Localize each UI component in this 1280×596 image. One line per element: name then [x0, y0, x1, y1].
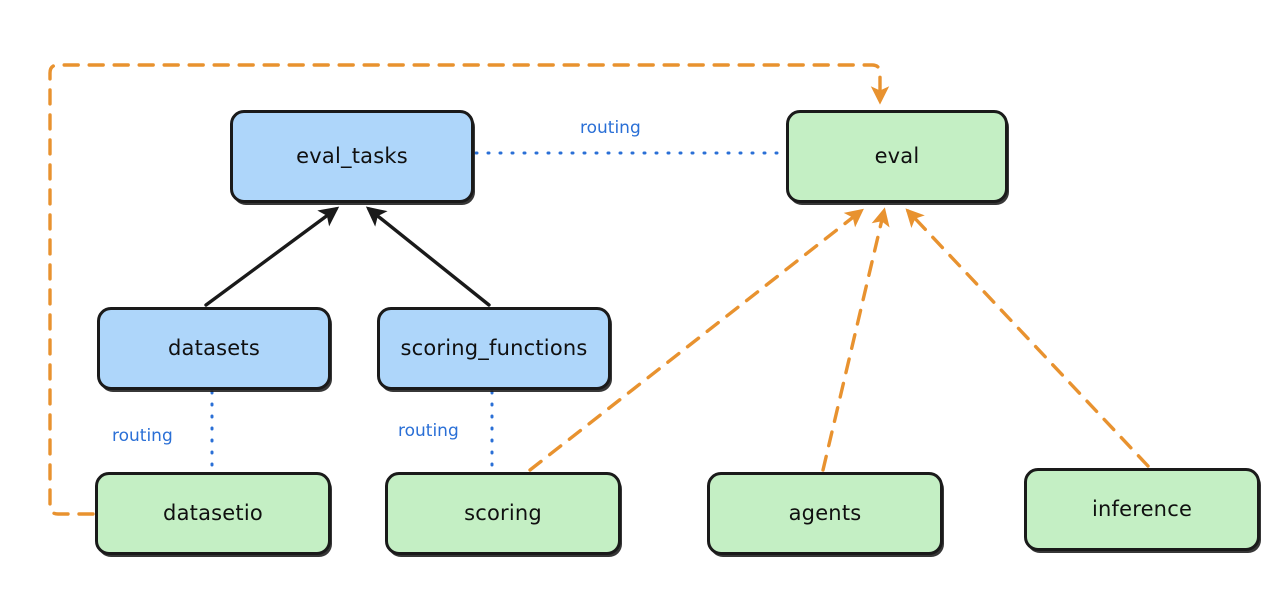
node-datasetio[interactable]: datasetio [95, 472, 331, 555]
node-label: agents [788, 501, 862, 525]
node-label: eval_tasks [296, 144, 408, 168]
node-scoring[interactable]: scoring [385, 472, 621, 555]
edge-scoring_functions-eval_tasks [365, 206, 491, 307]
node-agents[interactable]: agents [707, 472, 943, 555]
edge-label-routing-scoring: routing [398, 421, 459, 441]
node-scoring_functions[interactable]: scoring_functions [377, 307, 611, 390]
edge-label-routing-datasets: routing [112, 426, 173, 446]
node-datasets[interactable]: datasets [97, 307, 331, 390]
node-label: scoring_functions [400, 336, 588, 360]
edge-inference-eval [905, 208, 1150, 468]
node-eval[interactable]: eval [786, 110, 1008, 203]
node-label: datasets [168, 336, 260, 360]
node-eval_tasks[interactable]: eval_tasks [230, 110, 474, 203]
node-label: datasetio [163, 501, 263, 525]
node-label: inference [1091, 497, 1193, 521]
node-label: eval [874, 144, 920, 168]
node-label: scoring [464, 501, 542, 525]
edge-datasets-eval_tasks [204, 206, 340, 307]
node-inference[interactable]: inference [1024, 468, 1260, 551]
edge-label-routing-eval: routing [580, 118, 641, 138]
edge-agents-eval [821, 207, 890, 472]
